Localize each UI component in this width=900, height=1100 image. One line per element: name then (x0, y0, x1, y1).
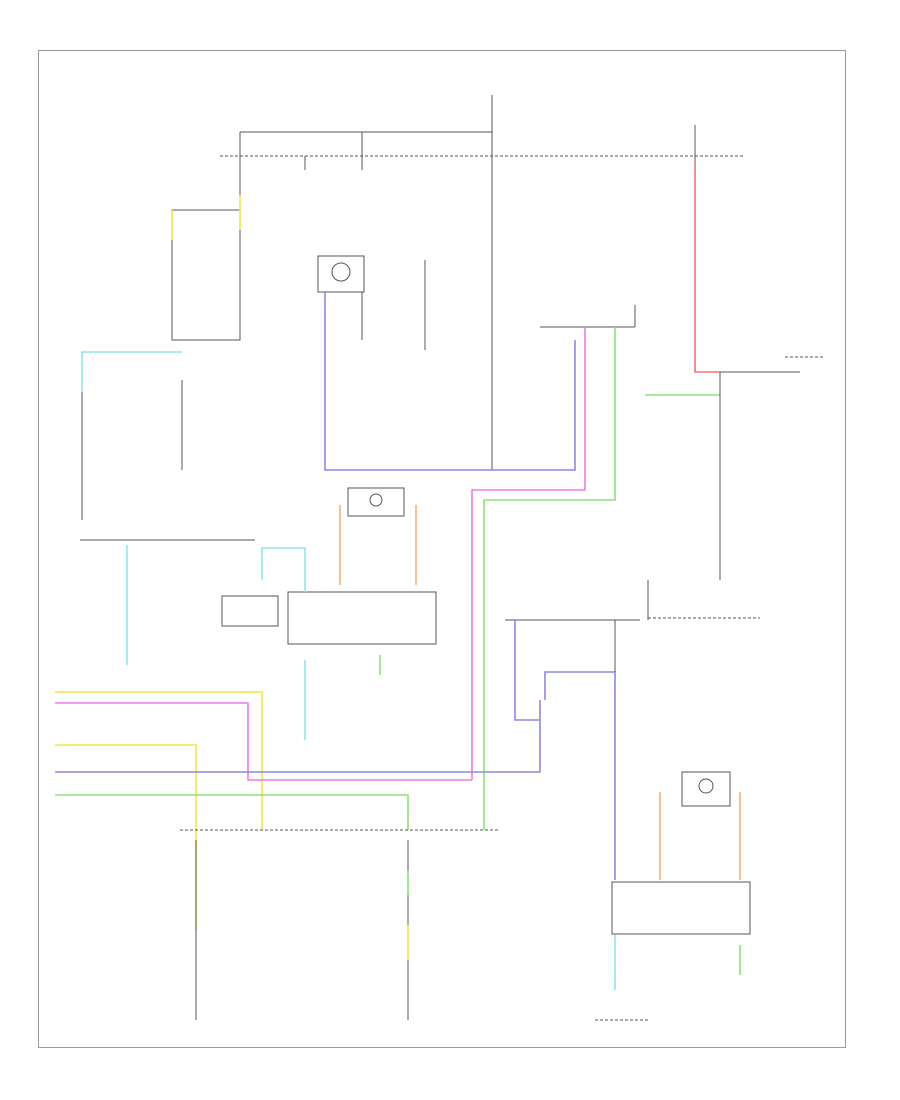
switch-component (317, 255, 365, 293)
diagram-frame (38, 50, 846, 1048)
control-module (611, 881, 751, 935)
blue-wire (324, 292, 576, 471)
connector-block (221, 595, 279, 627)
cyan-wire (81, 351, 182, 392)
pink-bus-wire (55, 702, 472, 781)
lamp-symbol-icon (698, 778, 714, 794)
blue-wire (514, 620, 540, 721)
red-wire (694, 165, 720, 373)
blue-wire (544, 671, 616, 880)
module-header (347, 487, 405, 517)
green-wire (483, 327, 616, 830)
lamp-circuit-box (171, 209, 241, 341)
green-bus-wire (55, 794, 409, 830)
pink-wire (471, 327, 586, 780)
cyan-wire (261, 547, 306, 592)
switch-symbol-icon (331, 262, 351, 282)
yellow-bus-wire (55, 691, 263, 830)
module-header (681, 771, 731, 807)
control-module (287, 591, 437, 645)
blue-bus-wire (55, 700, 541, 773)
lamp-symbol-icon (369, 493, 383, 507)
